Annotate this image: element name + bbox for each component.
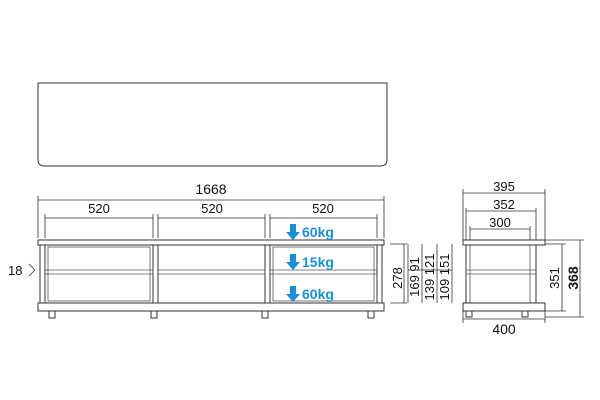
dim-total-width: 1668 (195, 181, 226, 197)
arrow-down-icon (286, 286, 300, 302)
dim-section-2: 520 (201, 201, 223, 216)
dim-section-1: 520 (88, 201, 110, 216)
side-top-board (462, 239, 546, 246)
dim-shelf-col2: 139 121 (422, 254, 437, 301)
arrow-down-icon (286, 224, 300, 240)
load-bottom: 60kg (302, 286, 334, 302)
front-top-board (37, 239, 385, 246)
side-foot-2 (521, 310, 529, 318)
side-foot-1 (465, 310, 473, 318)
dim-depth-352: 352 (493, 197, 515, 212)
dim-shelf-col3: 109 151 (437, 254, 452, 301)
front-base-board (37, 302, 385, 312)
dim-depth-300: 300 (489, 215, 511, 230)
dim-plinth: 18 (8, 263, 22, 278)
foot-4 (367, 310, 375, 319)
arrow-down-icon (286, 254, 300, 270)
foot-1 (48, 310, 56, 319)
dim-depth-395: 395 (493, 179, 515, 194)
foot-3 (261, 310, 269, 319)
dim-shelf-col1: 169 91 (407, 257, 422, 297)
dim-height-278: 278 (390, 267, 405, 289)
dim-height-351: 351 (547, 267, 562, 289)
load-top: 60kg (302, 224, 334, 240)
dim-height-368: 368 (565, 266, 581, 290)
dim-section-3: 520 (312, 201, 334, 216)
load-middle: 15kg (302, 254, 334, 270)
top-view-outline (37, 82, 388, 167)
side-base-board (462, 302, 546, 312)
chevron-right-icon (28, 263, 36, 277)
foot-2 (150, 310, 158, 319)
dim-depth-400: 400 (492, 321, 516, 337)
